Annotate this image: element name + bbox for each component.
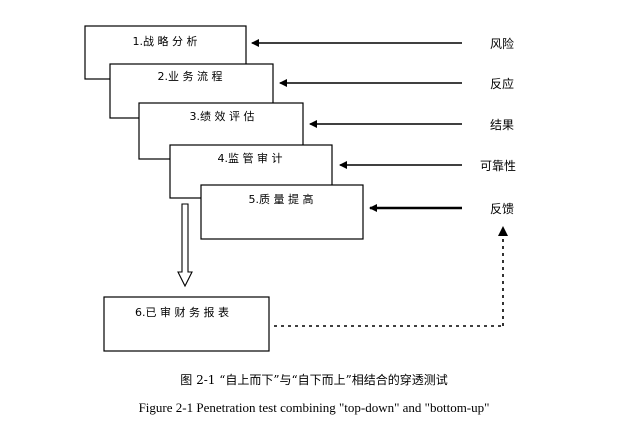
side-label-result: 结果 xyxy=(490,118,514,132)
step-box-6: 6.已 审 财 务 报 表 xyxy=(103,296,270,352)
side-label-reliability: 可靠性 xyxy=(480,159,516,173)
side-label-feedback: 反馈 xyxy=(490,202,514,216)
step-box-5-label: 5.质 量 提 高 xyxy=(249,192,314,206)
step-box-3-label: 3.绩 效 评 估 xyxy=(190,109,255,123)
hollow-down-arrow xyxy=(177,203,193,288)
step-box-4-label: 4.监 管 审 计 xyxy=(218,151,283,165)
side-label-response: 反应 xyxy=(490,76,514,91)
step-box-5: 5.质 量 提 高 xyxy=(200,184,364,240)
step-box-2-label: 2.业 务 流 程 xyxy=(158,69,223,83)
step-box-6-label: 6.已 审 财 务 报 表 xyxy=(135,305,229,319)
caption-chinese: 图 2-1 “自上而下”与“自下而上”相结合的穿透测试 xyxy=(180,372,448,387)
caption-english: Figure 2-1 Penetration test combining "t… xyxy=(139,400,490,415)
side-label-risk: 风险 xyxy=(490,36,514,51)
step-box-1-label: 1.战 略 分 析 xyxy=(133,34,198,48)
dotted-feedback-arrow xyxy=(274,226,508,327)
